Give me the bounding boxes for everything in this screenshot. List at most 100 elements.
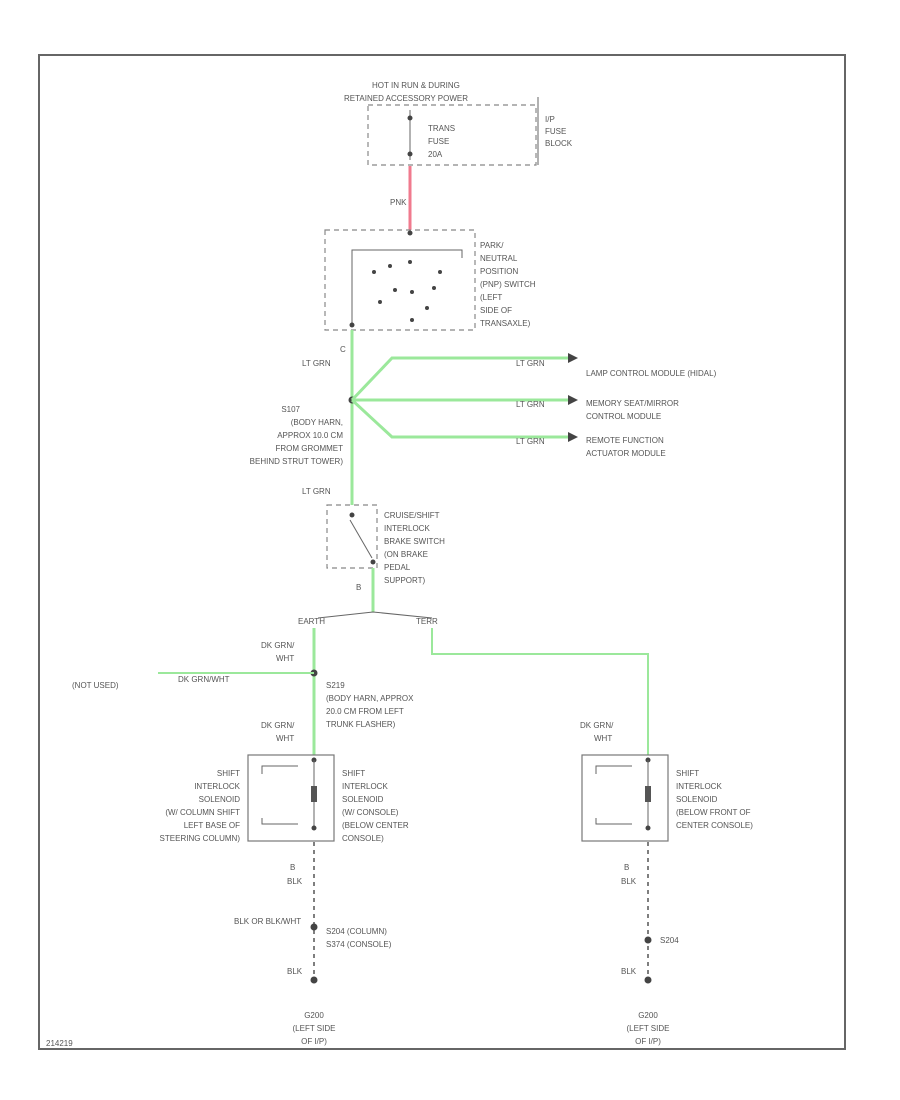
fuse-block-label-1: I/P — [545, 115, 555, 124]
ground-left-point — [310, 976, 318, 984]
brake-pin-b: B — [356, 583, 361, 592]
power-label-2: RETAINED ACCESSORY POWER — [344, 94, 468, 103]
brake-label-5: PEDAL — [384, 563, 411, 572]
splice-bottom-label-2: S374 (CONSOLE) — [326, 940, 392, 949]
sol-right-label-4: (BELOW FRONT OF — [676, 808, 751, 817]
pin-b-left: B — [290, 863, 295, 872]
wire-label-blk-4: BLK — [621, 967, 637, 976]
output-memory-seat-2: CONTROL MODULE — [586, 412, 661, 421]
sol-right-label-5: CENTER CONSOLE) — [676, 821, 753, 830]
pnp-pin-c: C — [340, 345, 346, 354]
sol-mid-label-3: SOLENOID — [342, 795, 384, 804]
fuse-block-label-3: BLOCK — [545, 139, 573, 148]
sol-right-label-2: INTERLOCK — [676, 782, 722, 791]
wire-label-dkgrn-1: DK GRN/ — [261, 641, 295, 650]
option-right: TERR — [416, 617, 438, 626]
solenoid-right-box — [581, 754, 669, 842]
s107-label-1: S107 — [281, 405, 300, 414]
pnp-label-5: (LEFT — [480, 293, 502, 302]
wire-label-blk-or: BLK OR BLK/WHT — [234, 917, 301, 926]
wire-label-pnk: PNK — [390, 198, 407, 207]
brake-switch-contact — [349, 519, 373, 559]
s219-label-2: (BODY HARN, APPROX — [326, 694, 414, 703]
arrow-2 — [568, 395, 578, 405]
solenoid-left-box — [247, 754, 335, 842]
pnp-label-2: NEUTRAL — [480, 254, 518, 263]
wire-label-ltgrn-e: LT GRN — [302, 487, 331, 496]
wire-label-dkgrn-5: DK GRN/ — [580, 721, 614, 730]
wire-dkgrnwht-right — [431, 628, 649, 755]
wire-label-blk-1: BLK — [287, 877, 303, 886]
splice-s204-right — [644, 936, 652, 944]
wire-label-ltgrn-d: LT GRN — [516, 437, 545, 446]
s219-label-3: 20.0 CM FROM LEFT — [326, 707, 404, 716]
sol-mid-label-4: (W/ CONSOLE) — [342, 808, 399, 817]
arrow-3 — [568, 432, 578, 442]
brake-label-6: SUPPORT) — [384, 576, 426, 585]
brake-label-4: (ON BRAKE — [384, 550, 428, 559]
ground-left-label-2: (LEFT SIDE — [293, 1024, 336, 1033]
wire-label-dkgrn-6: WHT — [594, 734, 612, 743]
wire-label-dkgrn-2: WHT — [276, 654, 294, 663]
fuse-rating: 20A — [428, 150, 443, 159]
sol-mid-label-6: CONSOLE) — [342, 834, 384, 843]
wire-label-dkgrn-3: DK GRN/ — [261, 721, 295, 730]
wire-ltgrn-branch-1 — [350, 356, 570, 402]
sol-right-label-3: SOLENOID — [676, 795, 718, 804]
output-lamp-control: LAMP CONTROL MODULE (HIDAL) — [586, 369, 717, 378]
fuse-block-outline — [367, 104, 537, 166]
pnp-label-1: PARK/ — [480, 241, 504, 250]
sol-mid-label-5: (BELOW CENTER — [342, 821, 409, 830]
fuse-type: FUSE — [428, 137, 449, 146]
pnp-label-4: (PNP) SWITCH — [480, 280, 536, 289]
s219-label-4: TRUNK FLASHER) — [326, 720, 396, 729]
ground-right-label-3: OF I/P) — [635, 1037, 661, 1046]
power-label-1: HOT IN RUN & DURING — [372, 81, 460, 90]
ground-left-label-3: OF I/P) — [301, 1037, 327, 1046]
brake-label-1: CRUISE/SHIFT — [384, 511, 440, 520]
fuse-name: TRANS — [428, 124, 455, 133]
brake-label-3: BRAKE SWITCH — [384, 537, 445, 546]
sol-left-label-3: SOLENOID — [199, 795, 241, 804]
sol-left-label-2: INTERLOCK — [194, 782, 240, 791]
splice-bottom-label-1: S204 (COLUMN) — [326, 927, 387, 936]
not-used-label: (NOT USED) — [72, 681, 119, 690]
pnp-label-7: TRANSAXLE) — [480, 319, 531, 328]
s219-label-1: S219 — [326, 681, 345, 690]
option-left: EARTH — [298, 617, 325, 626]
option-split — [317, 611, 433, 619]
output-remote-function-1: REMOTE FUNCTION — [586, 436, 664, 445]
output-memory-seat-1: MEMORY SEAT/MIRROR — [586, 399, 679, 408]
ground-right-point — [644, 976, 652, 984]
sol-left-label-1: SHIFT — [217, 769, 240, 778]
ground-left-label-1: G200 — [304, 1011, 324, 1020]
pnp-label-3: POSITION — [480, 267, 518, 276]
pnp-switch-outline — [324, 229, 476, 331]
wire-label-ltgrn-c: LT GRN — [516, 400, 545, 409]
output-remote-function-2: ACTUATOR MODULE — [586, 449, 666, 458]
wire-label-ltgrn-a: LT GRN — [302, 359, 331, 368]
splice-bottom-right: S204 — [660, 936, 679, 945]
s107-label-5: BEHIND STRUT TOWER) — [250, 457, 344, 466]
sol-mid-label-1: SHIFT — [342, 769, 365, 778]
sol-right-label-1: SHIFT — [676, 769, 699, 778]
sol-left-label-6: STEERING COLUMN) — [160, 834, 241, 843]
s107-label-3: APPROX 10.0 CM — [277, 431, 343, 440]
wire-label-blk-2: BLK — [621, 877, 637, 886]
wire-ltgrn-branch-3 — [350, 398, 570, 439]
diagram-frame — [38, 54, 846, 1050]
arrow-1 — [568, 353, 578, 363]
sol-left-label-5: LEFT BASE OF — [184, 821, 240, 830]
s107-label-4: FROM GROMMET — [275, 444, 343, 453]
wire-label-blk-3: BLK — [287, 967, 303, 976]
pin-b-right: B — [624, 863, 629, 872]
ground-right-label-1: G200 — [638, 1011, 658, 1020]
wire-label-dkgrn-h: DK GRN/WHT — [178, 675, 230, 684]
pnp-switch-contacts — [351, 249, 463, 325]
brake-label-2: INTERLOCK — [384, 524, 430, 533]
wire-label-dkgrn-4: WHT — [276, 734, 294, 743]
pnp-label-6: SIDE OF — [480, 306, 512, 315]
ground-right-label-2: (LEFT SIDE — [627, 1024, 670, 1033]
sol-left-label-4: (W/ COLUMN SHIFT — [165, 808, 240, 817]
